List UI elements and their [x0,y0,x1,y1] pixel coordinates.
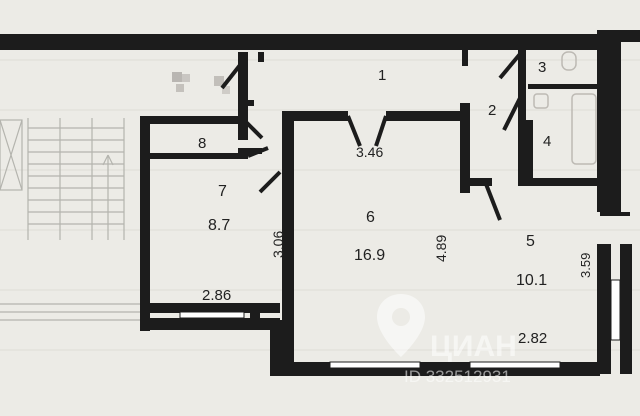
room-7-area: 8.7 [208,217,230,234]
dim-room6-height: 4.89 [433,235,449,262]
room-6-area: 16.9 [354,247,385,264]
watermark: ЦИАН ID 332512931 [377,294,517,386]
room-6-number: 6 [366,209,375,226]
room-2-number: 2 [488,102,496,119]
bathtub-icon [571,93,597,165]
watermark-brand: ЦИАН [430,330,517,363]
toilet-icon [561,51,577,71]
watermark-id: ID 332512931 [404,367,511,386]
background-grid [0,59,640,351]
dim-room5-width: 2.82 [518,330,547,347]
location-pin-icon [377,294,425,357]
staircase [0,118,140,321]
room-labels: 1 2 3 4 5 10.1 6 16.9 7 8.7 8 [198,59,551,289]
room-5-number: 5 [526,233,535,250]
room-8-number: 8 [198,135,206,152]
window-room5 [469,361,561,369]
window-right [610,279,621,341]
dimension-labels: 3.46 3.06 2.86 4.89 2.82 3.59 [202,144,593,347]
doors [220,52,630,221]
room-3-number: 3 [538,59,546,76]
window-room6 [329,361,421,369]
dim-room7-width: 2.86 [202,287,231,304]
room-5-area: 10.1 [516,272,547,289]
windows [179,279,621,369]
room-4-number: 4 [543,133,551,150]
window-room7 [179,311,245,319]
room-1-number: 1 [378,67,386,84]
dim-room1-width: 3.46 [356,144,383,160]
dim-room5-height: 3.59 [578,253,593,278]
dim-room7-height: 3.06 [270,231,286,258]
blur-spot [172,72,230,94]
bath-fixtures [533,51,597,165]
sink-icon [533,93,549,109]
room-7-number: 7 [218,183,227,200]
